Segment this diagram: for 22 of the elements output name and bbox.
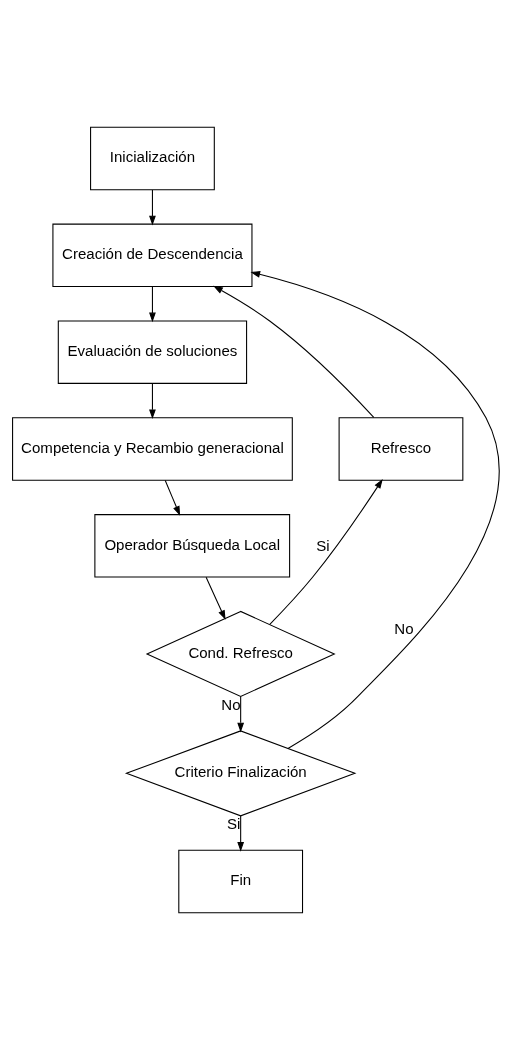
node-box: Fin <box>178 849 304 914</box>
arrow <box>237 696 245 733</box>
node-box: Creación de Descendencia <box>52 223 253 288</box>
arrow <box>269 478 383 625</box>
arrow <box>149 189 156 226</box>
edge-label: No <box>221 695 241 713</box>
node-box: Refresco <box>338 417 464 481</box>
arrow <box>205 576 226 620</box>
node-diamond: Criterio Finalización <box>124 730 357 817</box>
node-box: Operador Búsqueda Local <box>94 514 291 578</box>
edge-label: Si <box>226 814 241 832</box>
node-box: Evaluación de soluciones <box>57 320 248 384</box>
arrow <box>250 271 500 749</box>
node-box: Competencia y Recambio generacional <box>12 417 293 481</box>
node-box: Inicialización <box>90 126 215 191</box>
arrow <box>237 815 245 852</box>
arrow <box>149 383 156 420</box>
arrow <box>149 286 156 323</box>
arrow <box>213 285 375 418</box>
edge-label: Si <box>316 536 330 554</box>
edge-label: No <box>394 620 414 638</box>
arrow <box>164 480 181 516</box>
